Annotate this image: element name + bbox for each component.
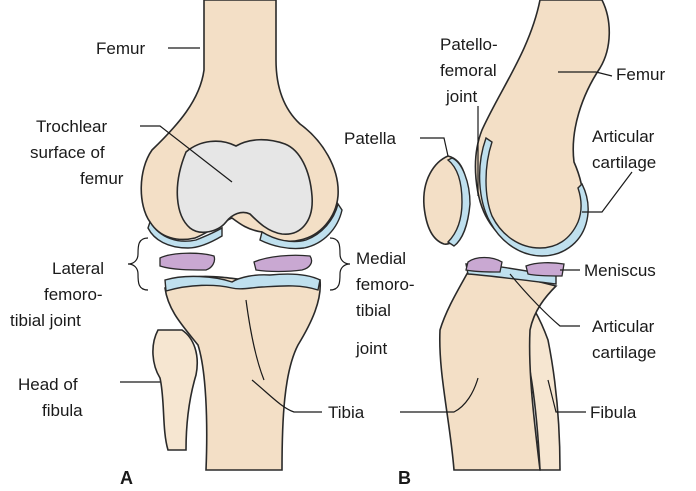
meniscus-lateral-a	[160, 253, 215, 270]
label-trochlear-1: Trochlear	[36, 117, 108, 136]
label-meniscus: Meniscus	[584, 261, 656, 280]
label-pf-3: joint	[445, 87, 477, 106]
panel-label-b: B	[398, 468, 411, 488]
leader-artcart-top	[582, 172, 632, 212]
panel-a-illustration	[141, 0, 342, 470]
label-medial-3: tibial	[356, 301, 391, 320]
leader-patella	[420, 138, 448, 156]
label-trochlear-2: surface of	[30, 143, 105, 162]
brace-medial	[330, 238, 350, 290]
label-lateral-1: Lateral	[52, 259, 104, 278]
label-medial-4: joint	[355, 339, 387, 358]
meniscus-medial-a	[254, 255, 312, 271]
brace-lateral	[128, 238, 148, 290]
label-artcart-bot-2: cartilage	[592, 343, 656, 362]
label-femur-a: Femur	[96, 39, 145, 58]
label-artcart-top-1: Articular	[592, 127, 655, 146]
label-trochlear-3: femur	[80, 169, 124, 188]
label-artcart-top-2: cartilage	[592, 153, 656, 172]
label-pf-1: Patello-	[440, 35, 498, 54]
label-lateral-2: femoro-	[44, 285, 103, 304]
label-lateral-3: tibial joint	[10, 311, 81, 330]
label-femur-b: Femur	[616, 65, 665, 84]
label-medial-1: Medial	[356, 249, 406, 268]
fibula-bone-a	[153, 330, 197, 450]
label-medial-2: femoro-	[356, 275, 415, 294]
label-patella: Patella	[344, 129, 397, 148]
label-artcart-bot-1: Articular	[592, 317, 655, 336]
label-fibula: Fibula	[590, 403, 637, 422]
meniscus-b-left	[466, 258, 502, 273]
label-pf-2: femoral	[440, 61, 497, 80]
meniscus-b-right	[526, 263, 564, 276]
label-head-fibula-2: fibula	[42, 401, 83, 420]
label-head-fibula-1: Head of	[18, 375, 78, 394]
label-tibia-a: Tibia	[328, 403, 365, 422]
panel-label-a: A	[120, 468, 133, 488]
